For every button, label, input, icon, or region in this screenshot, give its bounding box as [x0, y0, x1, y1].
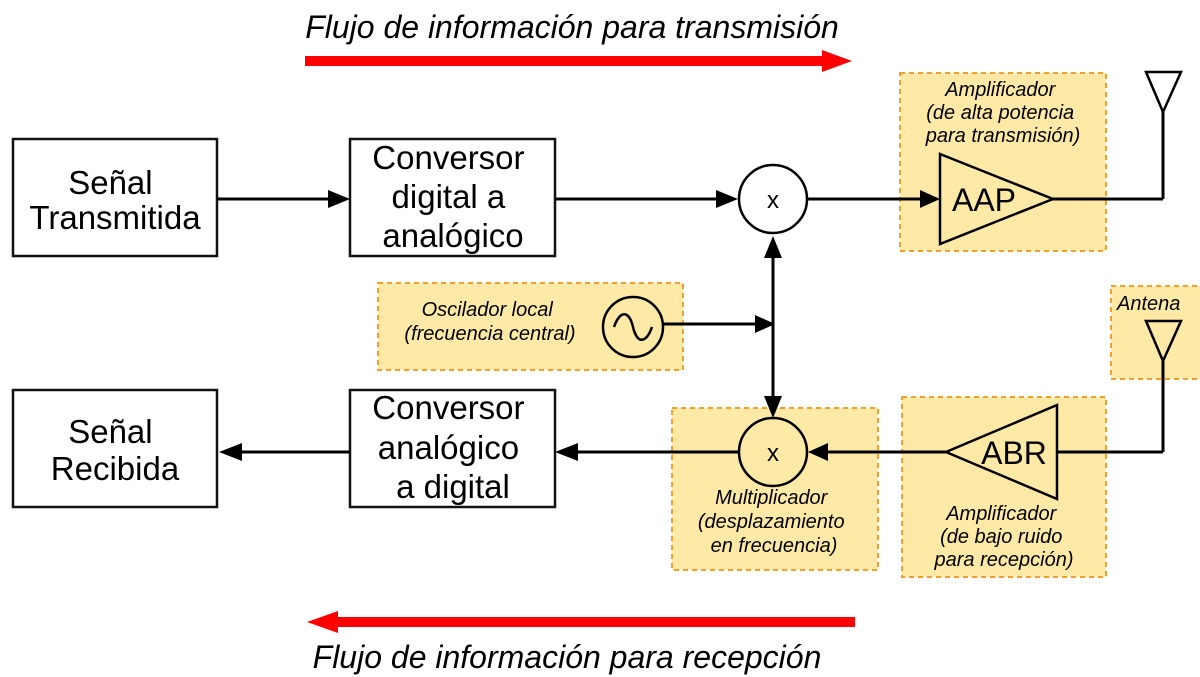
tx-mixer-symbol: x — [767, 187, 779, 214]
dac-text: Conversor digital a analógico — [372, 139, 533, 254]
rx-signal-text: Señal Recibida — [51, 413, 180, 487]
rx-signal-block — [11, 388, 219, 509]
tx-antenna-icon — [1144, 70, 1183, 116]
tx-amplifier-highlight — [899, 72, 1107, 252]
tx-amplifier-label: AAP — [952, 182, 1016, 218]
tx-amplifier-icon — [938, 152, 1057, 246]
tx-mixer-icon — [737, 163, 809, 235]
tx-signal-text: Señal Transmitida — [29, 164, 201, 236]
adc-text: Conversor analógico a digital — [372, 389, 533, 505]
receive-flow-arrow — [307, 611, 855, 633]
transmit-flow-label: Flujo de información para transmisión — [305, 9, 839, 45]
receive-flow-label: Flujo de información para recepción — [313, 639, 822, 675]
antenna-label: Antena — [1116, 293, 1180, 315]
rx-mixer-icon — [737, 416, 809, 488]
transmit-flow-arrow — [305, 50, 852, 72]
rx-mixer-caption: Multiplicador (desplazamiento en frecuen… — [698, 487, 850, 557]
oscillator-wires — [663, 236, 782, 418]
sine-wave-icon — [612, 313, 654, 341]
tx-signal-block — [11, 137, 219, 258]
rx-mixer-symbol: x — [767, 440, 779, 467]
dac-block — [348, 137, 557, 258]
tx-amplifier-caption: Amplificador (de alta potencia para tran… — [925, 79, 1081, 147]
rx-amplifier-label: ABR — [981, 435, 1047, 471]
adc-block — [348, 388, 557, 509]
rx-path-wires — [219, 361, 1165, 461]
rx-amplifier-icon — [942, 403, 1059, 501]
rx-antenna-icon — [1144, 319, 1183, 365]
oscillator-caption: Oscilador local (frecuencia central) — [404, 299, 575, 345]
tx-path-wires — [217, 110, 1165, 208]
rx-amplifier-caption: Amplificador (de bajo ruido para recepci… — [934, 503, 1074, 571]
